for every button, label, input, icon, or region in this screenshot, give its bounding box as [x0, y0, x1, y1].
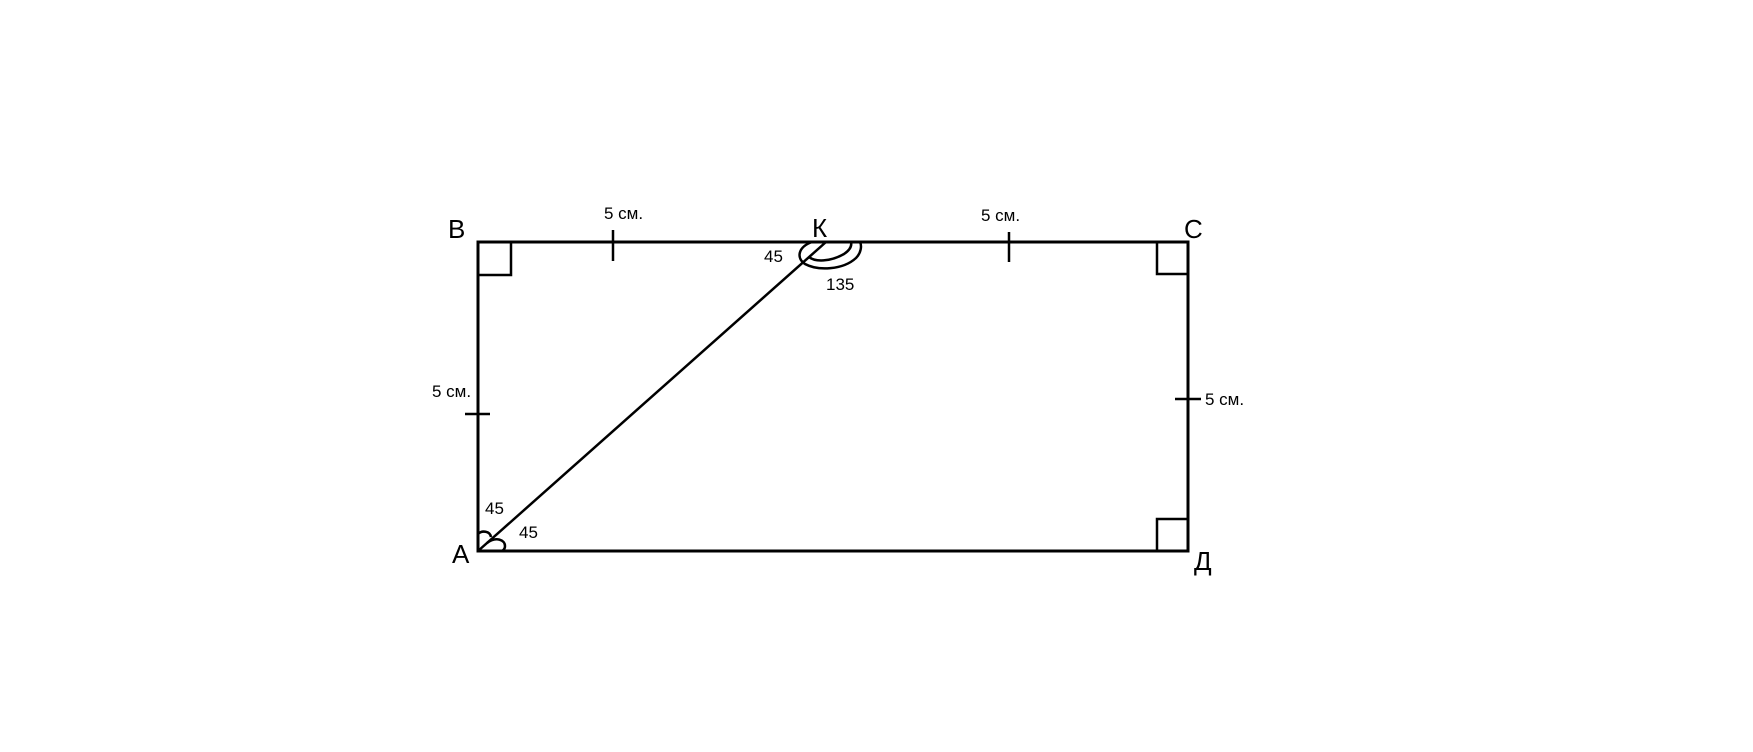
- side-label-bk: 5 см.: [604, 204, 643, 223]
- right-angle-marker-d: [1155, 517, 1188, 551]
- side-label-cd: 5 см.: [1205, 390, 1244, 409]
- rectangle-abcd: [476, 240, 1190, 553]
- angle-arc-k-inner: [808, 241, 853, 262]
- side-label-ab: 5 см.: [432, 382, 471, 401]
- angle-label-k-right: 135: [826, 275, 854, 294]
- angle-label-a-lower: 45: [519, 523, 538, 542]
- angle-label-k-left: 45: [764, 247, 783, 266]
- vertex-label-k: К: [812, 213, 827, 243]
- angle-arc-a-upper: [477, 530, 493, 538]
- right-angle-marker-b: [478, 242, 513, 277]
- side-label-kc: 5 см.: [981, 206, 1020, 225]
- right-angle-marker-c: [1155, 242, 1188, 276]
- angle-label-a-upper: 45: [485, 499, 504, 518]
- vertex-label-d: Д: [1194, 546, 1212, 576]
- angle-arc-a-lower: [486, 538, 507, 553]
- vertex-label-b: В: [448, 214, 465, 244]
- vertex-label-c: С: [1184, 214, 1203, 244]
- vertex-label-a: А: [452, 539, 470, 569]
- angle-arc-k-outer: [798, 240, 863, 270]
- segment-ak: [477, 241, 827, 552]
